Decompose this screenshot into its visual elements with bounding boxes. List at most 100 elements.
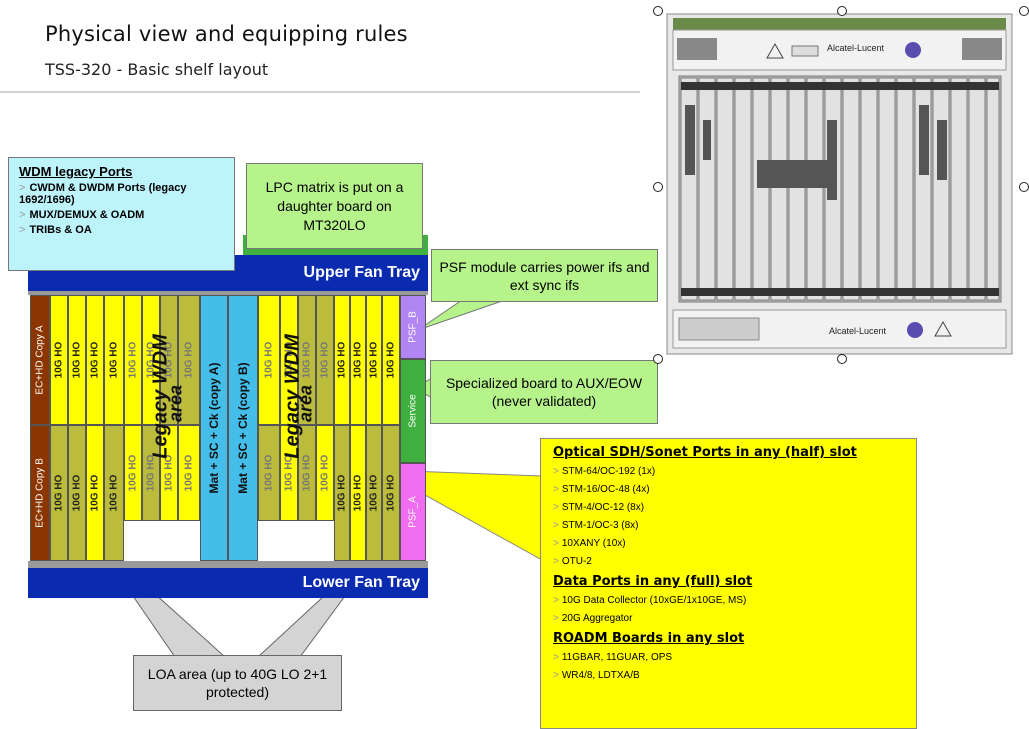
psf-b-label: PSF_B (408, 311, 419, 343)
lower-gray-rail (28, 561, 428, 568)
service-slot: Service (400, 359, 426, 463)
slot-label: 10G HO (264, 455, 275, 492)
sdh-port-text: 10XANY (10x) (562, 538, 626, 549)
sdh-port-item: >STM-4/OC-12 (8x) (553, 501, 904, 515)
slot-label: 10G HO (72, 475, 83, 512)
slot-label: 10G HO (369, 342, 380, 379)
resize-handle-top-left[interactable] (653, 6, 663, 16)
specialized-board-callout: Specialized board to AUX/EOW (never vali… (430, 360, 658, 424)
slot-label: 10G HO (353, 342, 364, 379)
legacy-area-right-label: area (296, 354, 317, 454)
slot-label: 10G HO (386, 342, 397, 379)
slot-3-top: 10G HO (86, 295, 104, 425)
psf-a-label: PSF_A (408, 496, 419, 528)
photo-brand-bottom: Alcatel-Lucent (829, 326, 886, 336)
shelf-layout: Upper Fan Tray EC+HD Copy A EC+HD Copy B… (28, 235, 430, 620)
slot-15-top: 10G HO (366, 295, 382, 425)
sdh-port-item: >STM-64/OC-192 (1x) (553, 465, 904, 479)
legacy-right-slot-5: 10G HO (258, 425, 280, 521)
slot-label: 10G HO (184, 455, 195, 492)
data-ports-heading: Data Ports in any (full) slot (553, 574, 904, 590)
sdh-port-text: STM-64/OC-192 (1x) (562, 466, 655, 477)
lower-fan-tray-label: Lower Fan Tray (303, 574, 420, 592)
legacy-right-slot-8: 10G HO (316, 425, 334, 521)
roadm-item: >11GBAR, 11GUAR, OPS (553, 651, 904, 665)
sdh-port-text: STM-1/OC-3 (8x) (562, 520, 639, 531)
shelf-photo[interactable]: Alcatel-Lucent Alcatel-Lucent (657, 10, 1027, 362)
slot-1-bottom: 10G HO (50, 425, 68, 561)
psf-module-callout: PSF module carries power ifs and ext syn… (431, 249, 658, 302)
slot-label: 10G HO (264, 342, 275, 379)
resize-handle-middle-left[interactable] (653, 182, 663, 192)
upper-fan-tray-label: Upper Fan Tray (304, 264, 420, 282)
slot-label: 10G HO (90, 342, 101, 379)
slot-14-bottom: 10G HO (350, 425, 366, 561)
slot-label: 10G HO (128, 342, 139, 379)
sdh-port-text: STM-4/OC-12 (8x) (562, 502, 644, 513)
slot-13-top: 10G HO (334, 295, 350, 425)
slot-label: 10G HO (109, 475, 120, 512)
legacy-area-left-label: area (166, 354, 187, 454)
roadm-text: WR4/8, LDTXA/B (562, 670, 640, 681)
psf-callout-text: PSF module carries power ifs and ext syn… (432, 258, 657, 294)
slot-label: 10G HO (54, 342, 65, 379)
data-port-text: 10G Data Collector (10xGE/1x10GE, MS) (562, 595, 747, 606)
wdm-callout-item: >CWDM & DWDM Ports (legacy 1692/1696) (19, 182, 224, 206)
slot-label: 10G HO (90, 475, 101, 512)
roadm-heading: ROADM Boards in any slot (553, 631, 904, 647)
resize-handle-top-center[interactable] (837, 6, 847, 16)
resize-handle-top-right[interactable] (1019, 6, 1029, 16)
wdm-callout-item: >TRIBs & OA (19, 224, 224, 236)
matrix-copy-a: Mat + SC + Ck (copy A) (200, 295, 228, 561)
ec-hd-copy-a-label: EC+HD Copy A (35, 325, 46, 394)
psf-a-slot: PSF_A (400, 463, 426, 561)
wdm-callout-item-text: CWDM & DWDM Ports (legacy 1692/1696) (19, 182, 187, 206)
wdm-callout-item-text: MUX/DEMUX & OADM (29, 209, 144, 221)
lower-fan-tray: Lower Fan Tray (28, 568, 428, 598)
slot-16-top: 10G HO (382, 295, 400, 425)
matrix-copy-b-label: Mat + SC + Ck (copy B) (236, 362, 250, 493)
slot-label: 10G HO (386, 475, 397, 512)
resize-handle-bottom-center[interactable] (837, 354, 847, 364)
wdm-callout-item: >MUX/DEMUX & OADM (19, 209, 224, 221)
slot-1-top: 10G HO (50, 295, 68, 425)
loa-area-callout: LOA area (up to 40G LO 2+1 protected) (133, 655, 342, 711)
slot-2-bottom: 10G HO (68, 425, 86, 561)
data-port-item: >20G Aggregator (553, 612, 904, 626)
slot-label: 10G HO (320, 342, 331, 379)
psf-callout-pointer (418, 300, 505, 330)
roadm-text: 11GBAR, 11GUAR, OPS (562, 652, 672, 663)
sdh-port-text: OTU-2 (562, 556, 592, 567)
resize-handle-bottom-left[interactable] (653, 354, 663, 364)
ec-hd-copy-a-slot: EC+HD Copy A (30, 295, 50, 425)
wdm-callout-title: WDM legacy Ports (19, 164, 224, 179)
sdh-port-item: >STM-16/OC-48 (4x) (553, 483, 904, 497)
slot-14-top: 10G HO (350, 295, 366, 425)
sdh-port-item: >10XANY (10x) (553, 537, 904, 551)
sdh-ports-heading: Optical SDH/Sonet Ports in any (half) sl… (553, 445, 904, 461)
slot-label: 10G HO (54, 475, 65, 512)
specialized-callout-text: Specialized board to AUX/EOW (never vali… (431, 374, 657, 410)
legacy-left-slot-1: 10G HO (124, 295, 142, 425)
loa-callout-text: LOA area (up to 40G LO 2+1 protected) (134, 665, 341, 701)
photo-top-pcb (673, 18, 1006, 30)
resize-handle-middle-right[interactable] (1019, 182, 1029, 192)
legacy-right-slot-4: 10G HO (316, 295, 334, 425)
lpc-matrix-callout: LPC matrix is put on a daughter board on… (246, 163, 423, 249)
slot-label: 10G HO (72, 342, 83, 379)
slot-label: 10G HO (337, 342, 348, 379)
sdh-port-item: >STM-1/OC-3 (8x) (553, 519, 904, 533)
slot-16-bottom: 10G HO (382, 425, 400, 561)
slot-label: 10G HO (128, 455, 139, 492)
legacy-left-slot-5: 10G HO (124, 425, 142, 521)
legacy-right-slot-1: 10G HO (258, 295, 280, 425)
lpc-callout-text: LPC matrix is put on a daughter board on… (253, 178, 416, 235)
photo-brand-top: Alcatel-Lucent (827, 43, 884, 53)
data-port-text: 20G Aggregator (562, 613, 633, 624)
slot-13-bottom: 10G HO (334, 425, 350, 561)
photo-bottom-logo-icon (907, 322, 923, 338)
slot-label: 10G HO (320, 455, 331, 492)
slot-3-bottom: 10G HO (86, 425, 104, 561)
service-label: Service (408, 394, 419, 427)
wdm-legacy-callout: WDM legacy Ports >CWDM & DWDM Ports (leg… (8, 157, 235, 271)
